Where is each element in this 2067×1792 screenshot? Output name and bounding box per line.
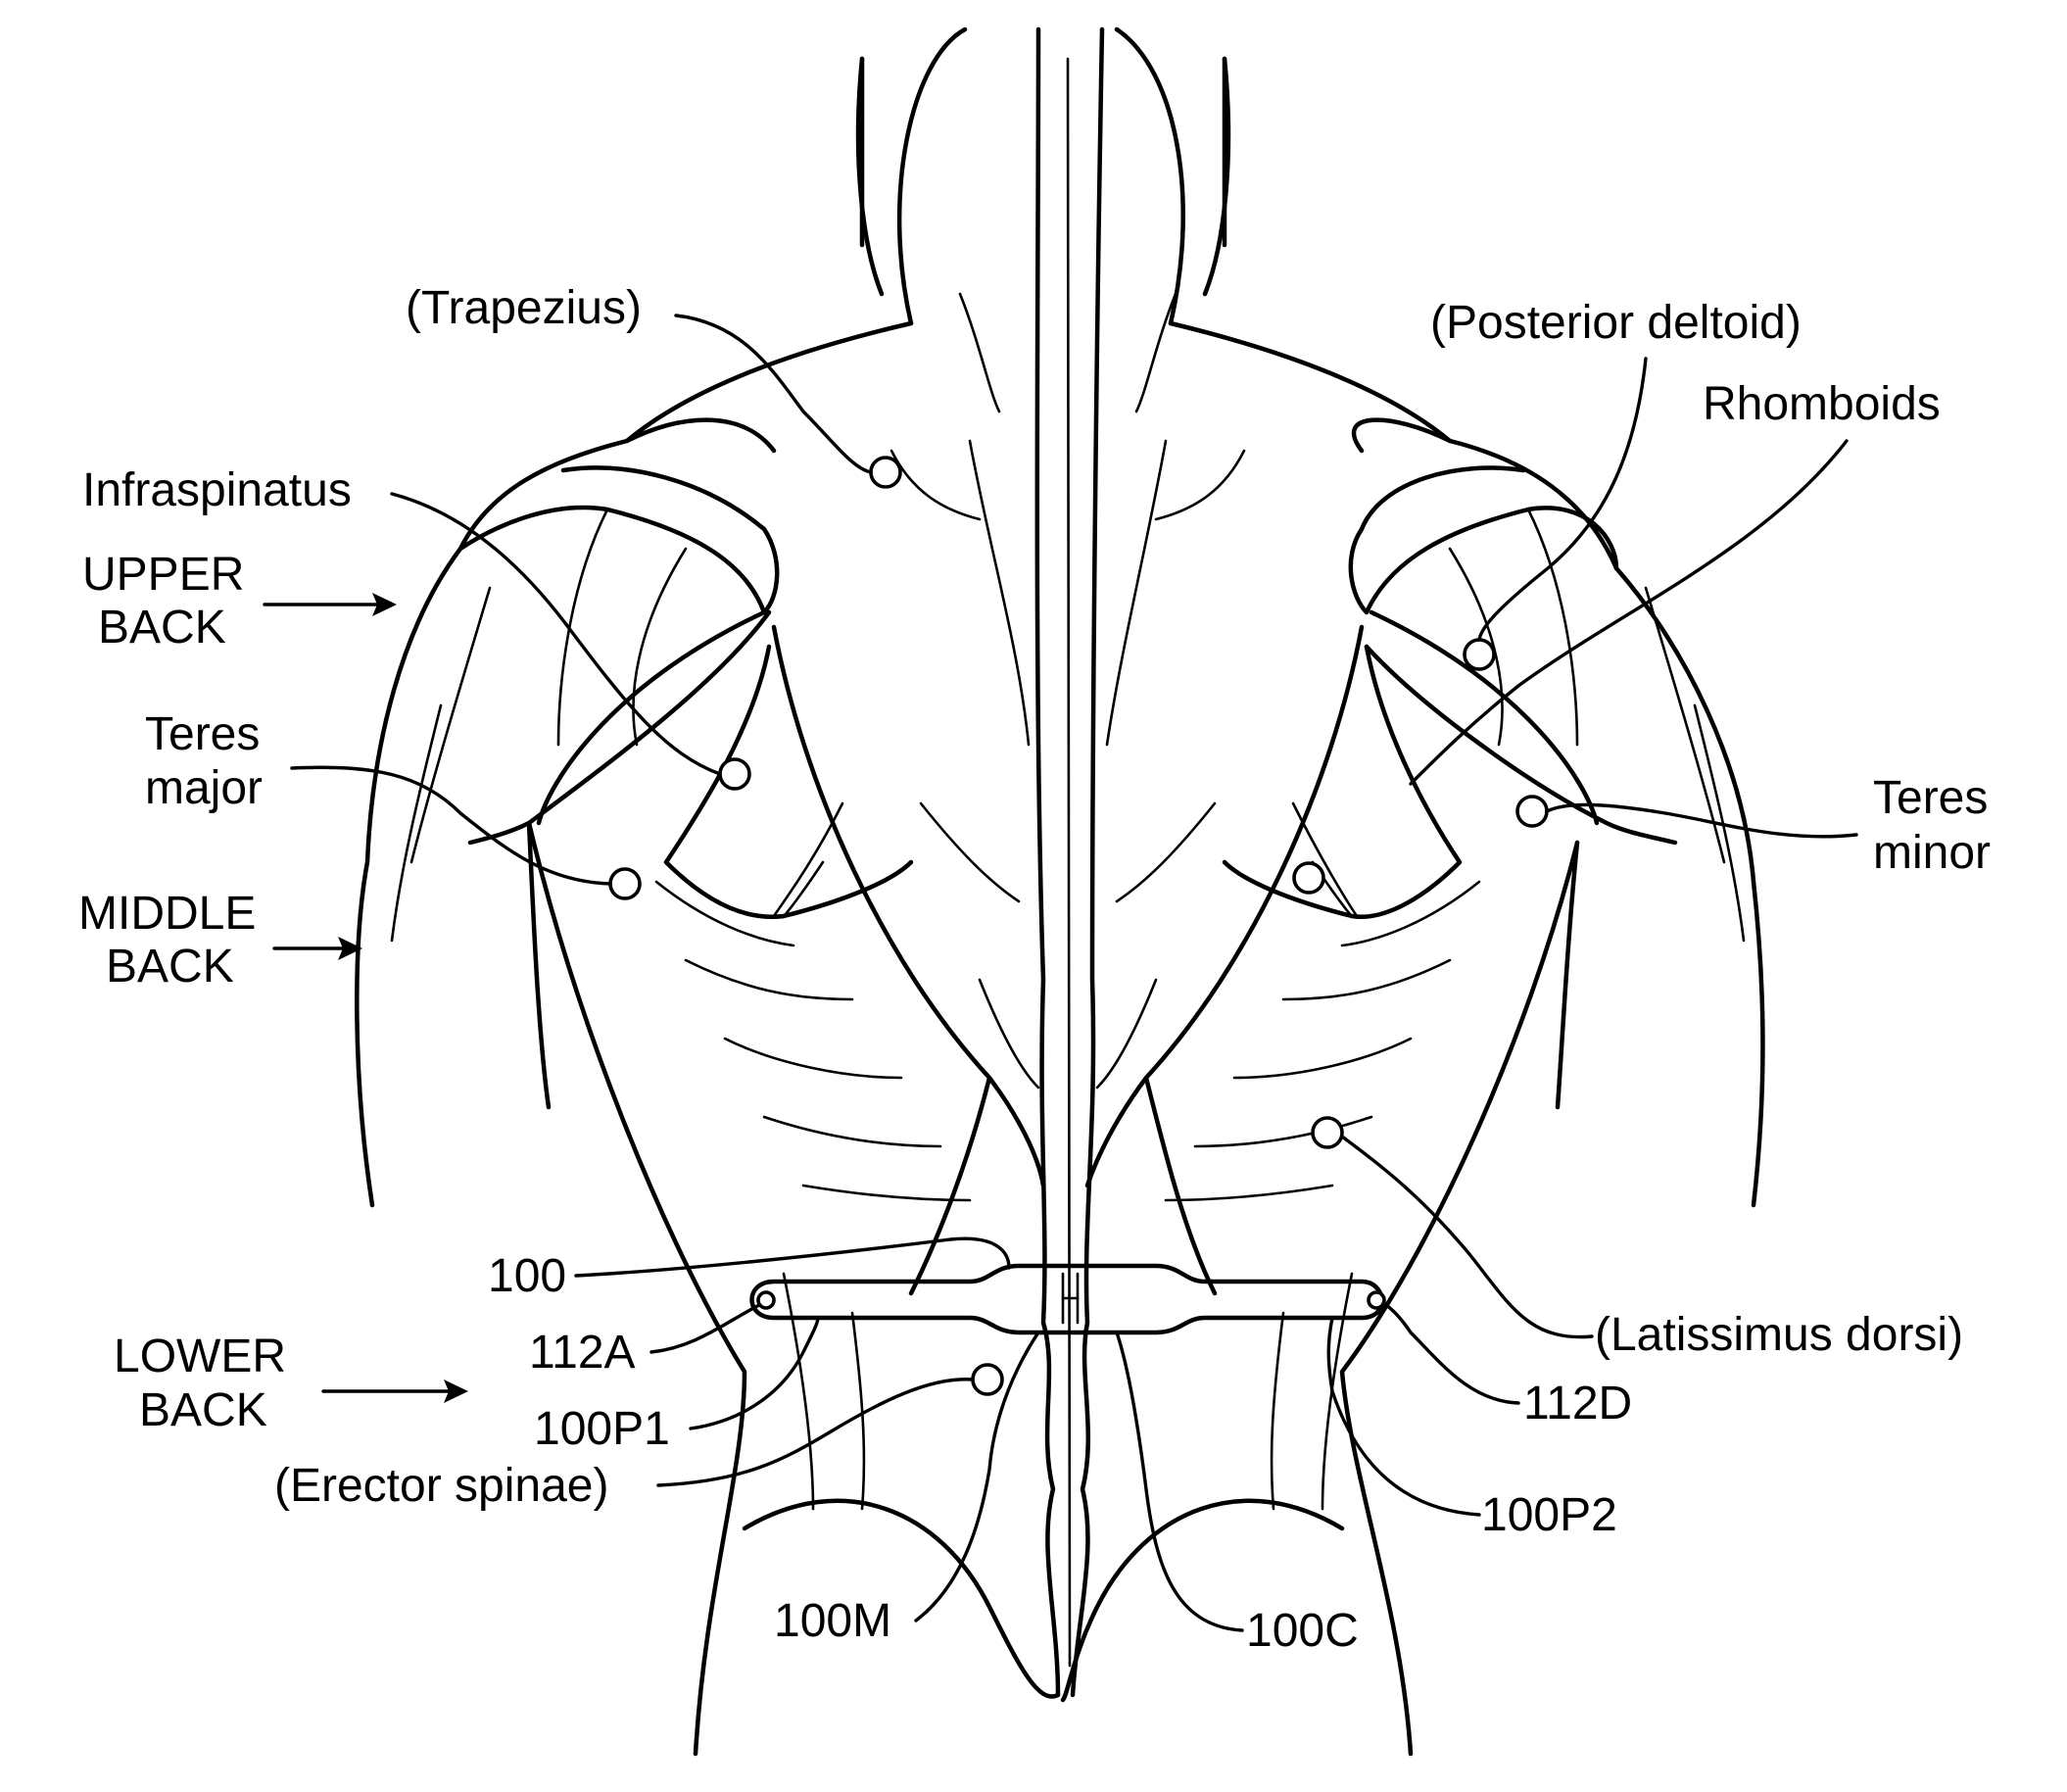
left-scapula-spine (470, 612, 769, 843)
label-device-100: 100 (488, 1250, 566, 1302)
neck-left-outer (899, 29, 965, 323)
spine-center (1068, 59, 1070, 1666)
posterior-deltoid-marker (1465, 640, 1494, 669)
label-lower-back-line1: LOWER (114, 1331, 286, 1382)
label-100p2: 100P2 (1481, 1489, 1617, 1541)
right-hip (1063, 1501, 1342, 1700)
latissimus-dorsi-marker (1313, 1118, 1342, 1147)
right-shoulder-top (1171, 323, 1616, 568)
label-100c: 100C (1246, 1605, 1359, 1657)
label-112a: 112A (529, 1327, 636, 1379)
trapezius-marker (871, 458, 900, 487)
end-d-marker (1369, 1292, 1384, 1308)
right-arm-outer (1616, 568, 1762, 1205)
label-100p1: 100P1 (534, 1403, 670, 1455)
label-upper-back-line2: BACK (98, 602, 226, 654)
spine-right (1073, 29, 1102, 1695)
label-teres-major-line1: Teres (145, 708, 260, 760)
trapezius-inner-right (1107, 441, 1166, 745)
label-trapezius: (Trapezius) (406, 282, 642, 334)
label-middle-back-line1: MIDDLE (78, 888, 256, 940)
label-teres-minor-line1: Teres (1873, 772, 1988, 824)
label-112d: 112D (1523, 1378, 1632, 1429)
rhomboids-marker (1294, 863, 1323, 893)
trapezius-inner-left (970, 441, 1029, 745)
label-rhomboids: Rhomboids (1703, 378, 1941, 430)
label-posterior-deltoid: (Posterior deltoid) (1430, 297, 1802, 349)
label-100m: 100M (774, 1595, 891, 1647)
label-teres-major-line2: major (145, 762, 263, 814)
erector-spinae-marker (973, 1365, 1002, 1394)
label-infraspinatus: Infraspinatus (82, 464, 352, 516)
neck-right-outer (1117, 29, 1183, 323)
trapezius-right-top (1354, 420, 1450, 451)
label-teres-minor-line2: minor (1873, 827, 1991, 879)
label-erector-spinae: (Erector spinae) (274, 1460, 608, 1512)
label-upper-back-line1: UPPER (82, 549, 244, 601)
left-arm-outer (357, 549, 460, 1205)
label-latissimus-dorsi: (Latissimus dorsi) (1595, 1309, 1963, 1361)
labels: (Trapezius) (Posterior deltoid) Rhomboid… (78, 282, 1991, 1657)
label-lower-back-line2: BACK (139, 1384, 267, 1436)
label-middle-back-line2: BACK (106, 941, 234, 993)
leader-lines (292, 315, 1856, 1630)
teres-minor-marker (1517, 797, 1547, 826)
teres-major-marker (610, 869, 640, 898)
spine (1037, 29, 1102, 1695)
spine-left (1037, 29, 1058, 1695)
infraspinatus-marker (720, 759, 749, 789)
